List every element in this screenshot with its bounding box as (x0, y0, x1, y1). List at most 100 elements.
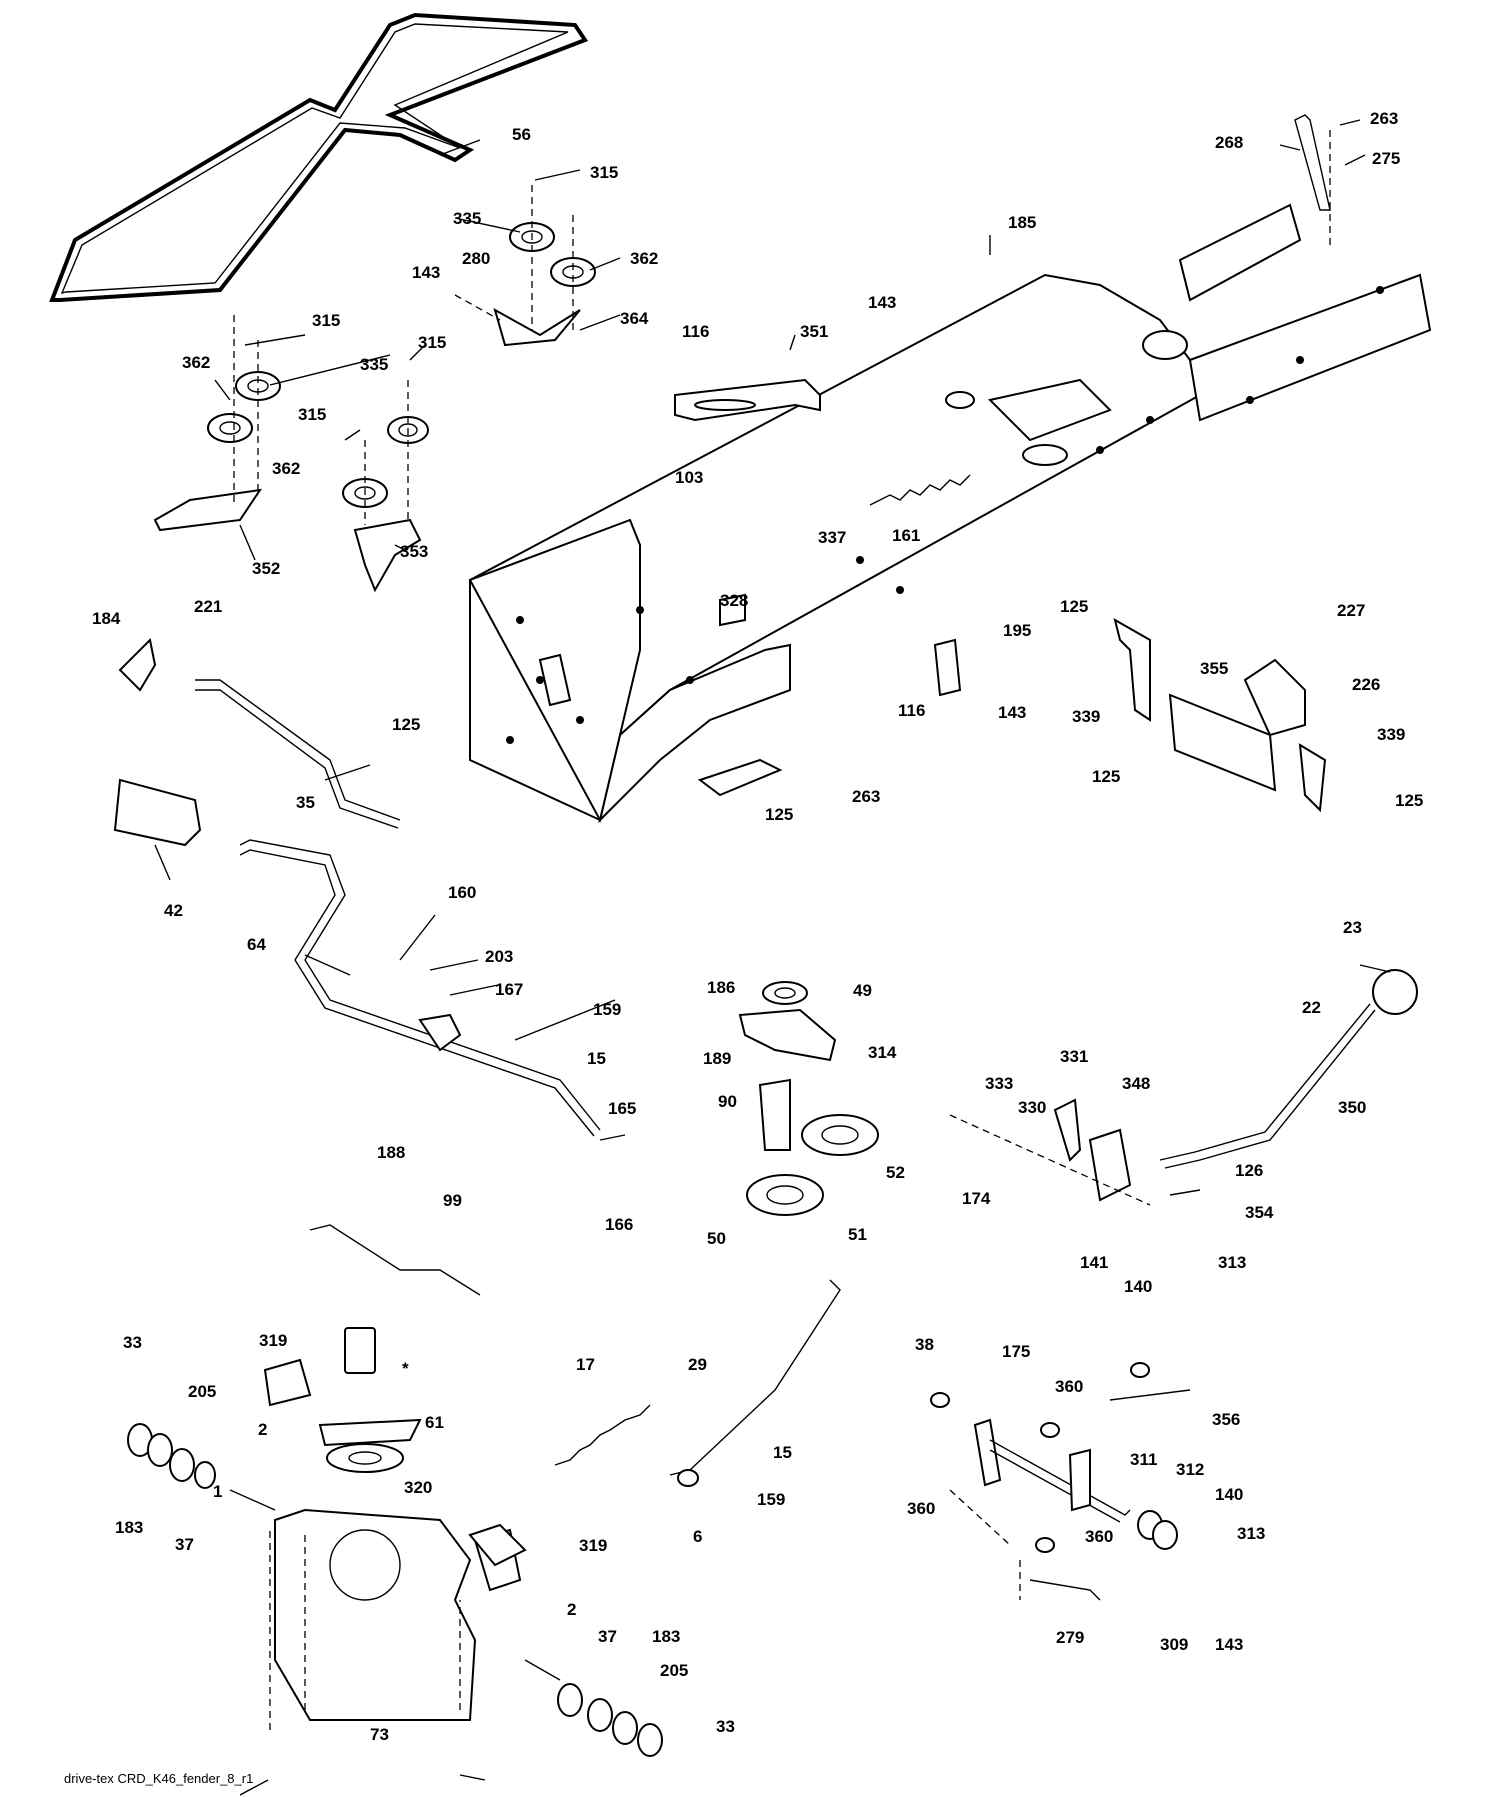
callout-99: 99 (443, 1191, 462, 1210)
callout-23: 23 (1343, 918, 1362, 937)
callout-319: 319 (259, 1331, 287, 1350)
callout-166: 166 (605, 1215, 633, 1234)
callout-143: 143 (1215, 1635, 1243, 1654)
brake-linkage (930, 1362, 1191, 1601)
callout-268: 268 (1215, 133, 1243, 152)
callout-42: 42 (164, 901, 183, 920)
callout-125: 125 (1092, 767, 1120, 786)
callout-49: 49 (853, 981, 872, 1000)
callouts: 56 315 335 280 362 143 364 268 263 275 1… (92, 109, 1423, 1744)
callout-362: 362 (630, 249, 658, 268)
callout-116: 116 (898, 701, 925, 720)
callout-355: 355 (1200, 659, 1228, 678)
callout-126: 126 (1235, 1161, 1263, 1180)
callout-143: 143 (998, 703, 1026, 722)
callout-50: 50 (707, 1229, 726, 1248)
callout-52: 52 (886, 1163, 905, 1182)
callout-73: 73 (370, 1725, 389, 1744)
callout-35: 35 (296, 793, 315, 812)
callout-125: 125 (765, 805, 793, 824)
callout-315: 315 (590, 163, 618, 182)
callout-263: 263 (1370, 109, 1398, 128)
callout-2: 2 (567, 1600, 576, 1619)
callout-337: 337 (818, 528, 846, 547)
callout-38: 38 (915, 1335, 934, 1354)
callout-37: 37 (598, 1627, 617, 1646)
callout-331: 331 (1060, 1047, 1088, 1066)
callout-348: 348 (1122, 1074, 1150, 1093)
callout-354: 354 (1245, 1203, 1274, 1222)
callout-185: 185 (1008, 213, 1036, 232)
callout-61: 61 (425, 1413, 444, 1432)
callout-319: 319 (579, 1536, 607, 1555)
callout-175: 175 (1002, 1342, 1030, 1361)
callout-143: 143 (868, 293, 896, 312)
callout-227: 227 (1337, 601, 1365, 620)
callout-33: 33 (123, 1333, 142, 1352)
callout-339: 339 (1072, 707, 1100, 726)
callout-203: 203 (485, 947, 513, 966)
callout-90: 90 (718, 1092, 737, 1111)
callout-360: 360 (1085, 1527, 1113, 1546)
callout-335: 335 (360, 355, 388, 374)
callout-29: 29 (688, 1355, 707, 1374)
axle-parts (127, 1423, 663, 1757)
callout-352: 352 (252, 559, 280, 578)
callout-313: 313 (1218, 1253, 1246, 1272)
callout-1: 1 (213, 1482, 222, 1501)
callout-33: 33 (716, 1717, 735, 1736)
shift-rod-assembly (113, 637, 401, 847)
callout-226: 226 (1352, 675, 1380, 694)
callout-320: 320 (404, 1478, 432, 1497)
leader-lines (154, 119, 1391, 1796)
callout-328: 328 (720, 591, 748, 610)
callout-221: 221 (194, 597, 222, 616)
callout-275: 275 (1372, 149, 1400, 168)
callout-356: 356 (1212, 1410, 1240, 1429)
callout-360: 360 (1055, 1377, 1083, 1396)
transmission (229, 1327, 561, 1721)
chassis-frame (468, 203, 1432, 824)
rod-99 (309, 1224, 481, 1296)
callout-350: 350 (1338, 1098, 1366, 1117)
callout-6: 6 (693, 1527, 702, 1546)
callout-22: 22 (1302, 998, 1321, 1017)
callout-2: 2 (258, 1420, 267, 1439)
callout-125: 125 (1395, 791, 1423, 810)
callout-205: 205 (660, 1661, 688, 1680)
callout-140: 140 (1215, 1485, 1243, 1504)
callout-64: 64 (247, 935, 266, 954)
callout-51: 51 (848, 1225, 867, 1244)
callout-362: 362 (272, 459, 300, 478)
callout-195: 195 (1003, 621, 1031, 640)
callout-160: 160 (448, 883, 476, 902)
callout-125: 125 (1060, 597, 1088, 616)
bracket-351 (674, 378, 821, 422)
callout-174: 174 (962, 1189, 991, 1208)
shift-lever-22 (949, 969, 1418, 1206)
idler-assembly (738, 981, 879, 1216)
callout-315: 315 (298, 405, 326, 424)
callout-167: 167 (495, 980, 523, 999)
callout-103: 103 (675, 468, 703, 487)
callout-159: 159 (757, 1490, 785, 1509)
callout-141: 141 (1080, 1253, 1108, 1272)
rod-268 (1294, 114, 1331, 245)
callout-116: 116 (682, 322, 709, 341)
callout-183: 183 (115, 1518, 143, 1537)
callout-165: 165 (608, 1099, 636, 1118)
callout-186: 186 (707, 978, 735, 997)
callout-362: 362 (182, 353, 210, 372)
callout-311: 311 (1130, 1450, 1157, 1469)
callout-351: 351 (800, 322, 828, 341)
callout-314: 314 (868, 1043, 897, 1062)
spring-and-rod (554, 1279, 841, 1487)
callout-205: 205 (188, 1382, 216, 1401)
callout-56: 56 (512, 125, 531, 144)
idler-pulleys-upper (153, 185, 596, 593)
brackets-right (933, 617, 1327, 813)
callout-312: 312 (1176, 1460, 1204, 1479)
callout-125: 125 (392, 715, 420, 734)
drive-belt (49, 12, 589, 302)
